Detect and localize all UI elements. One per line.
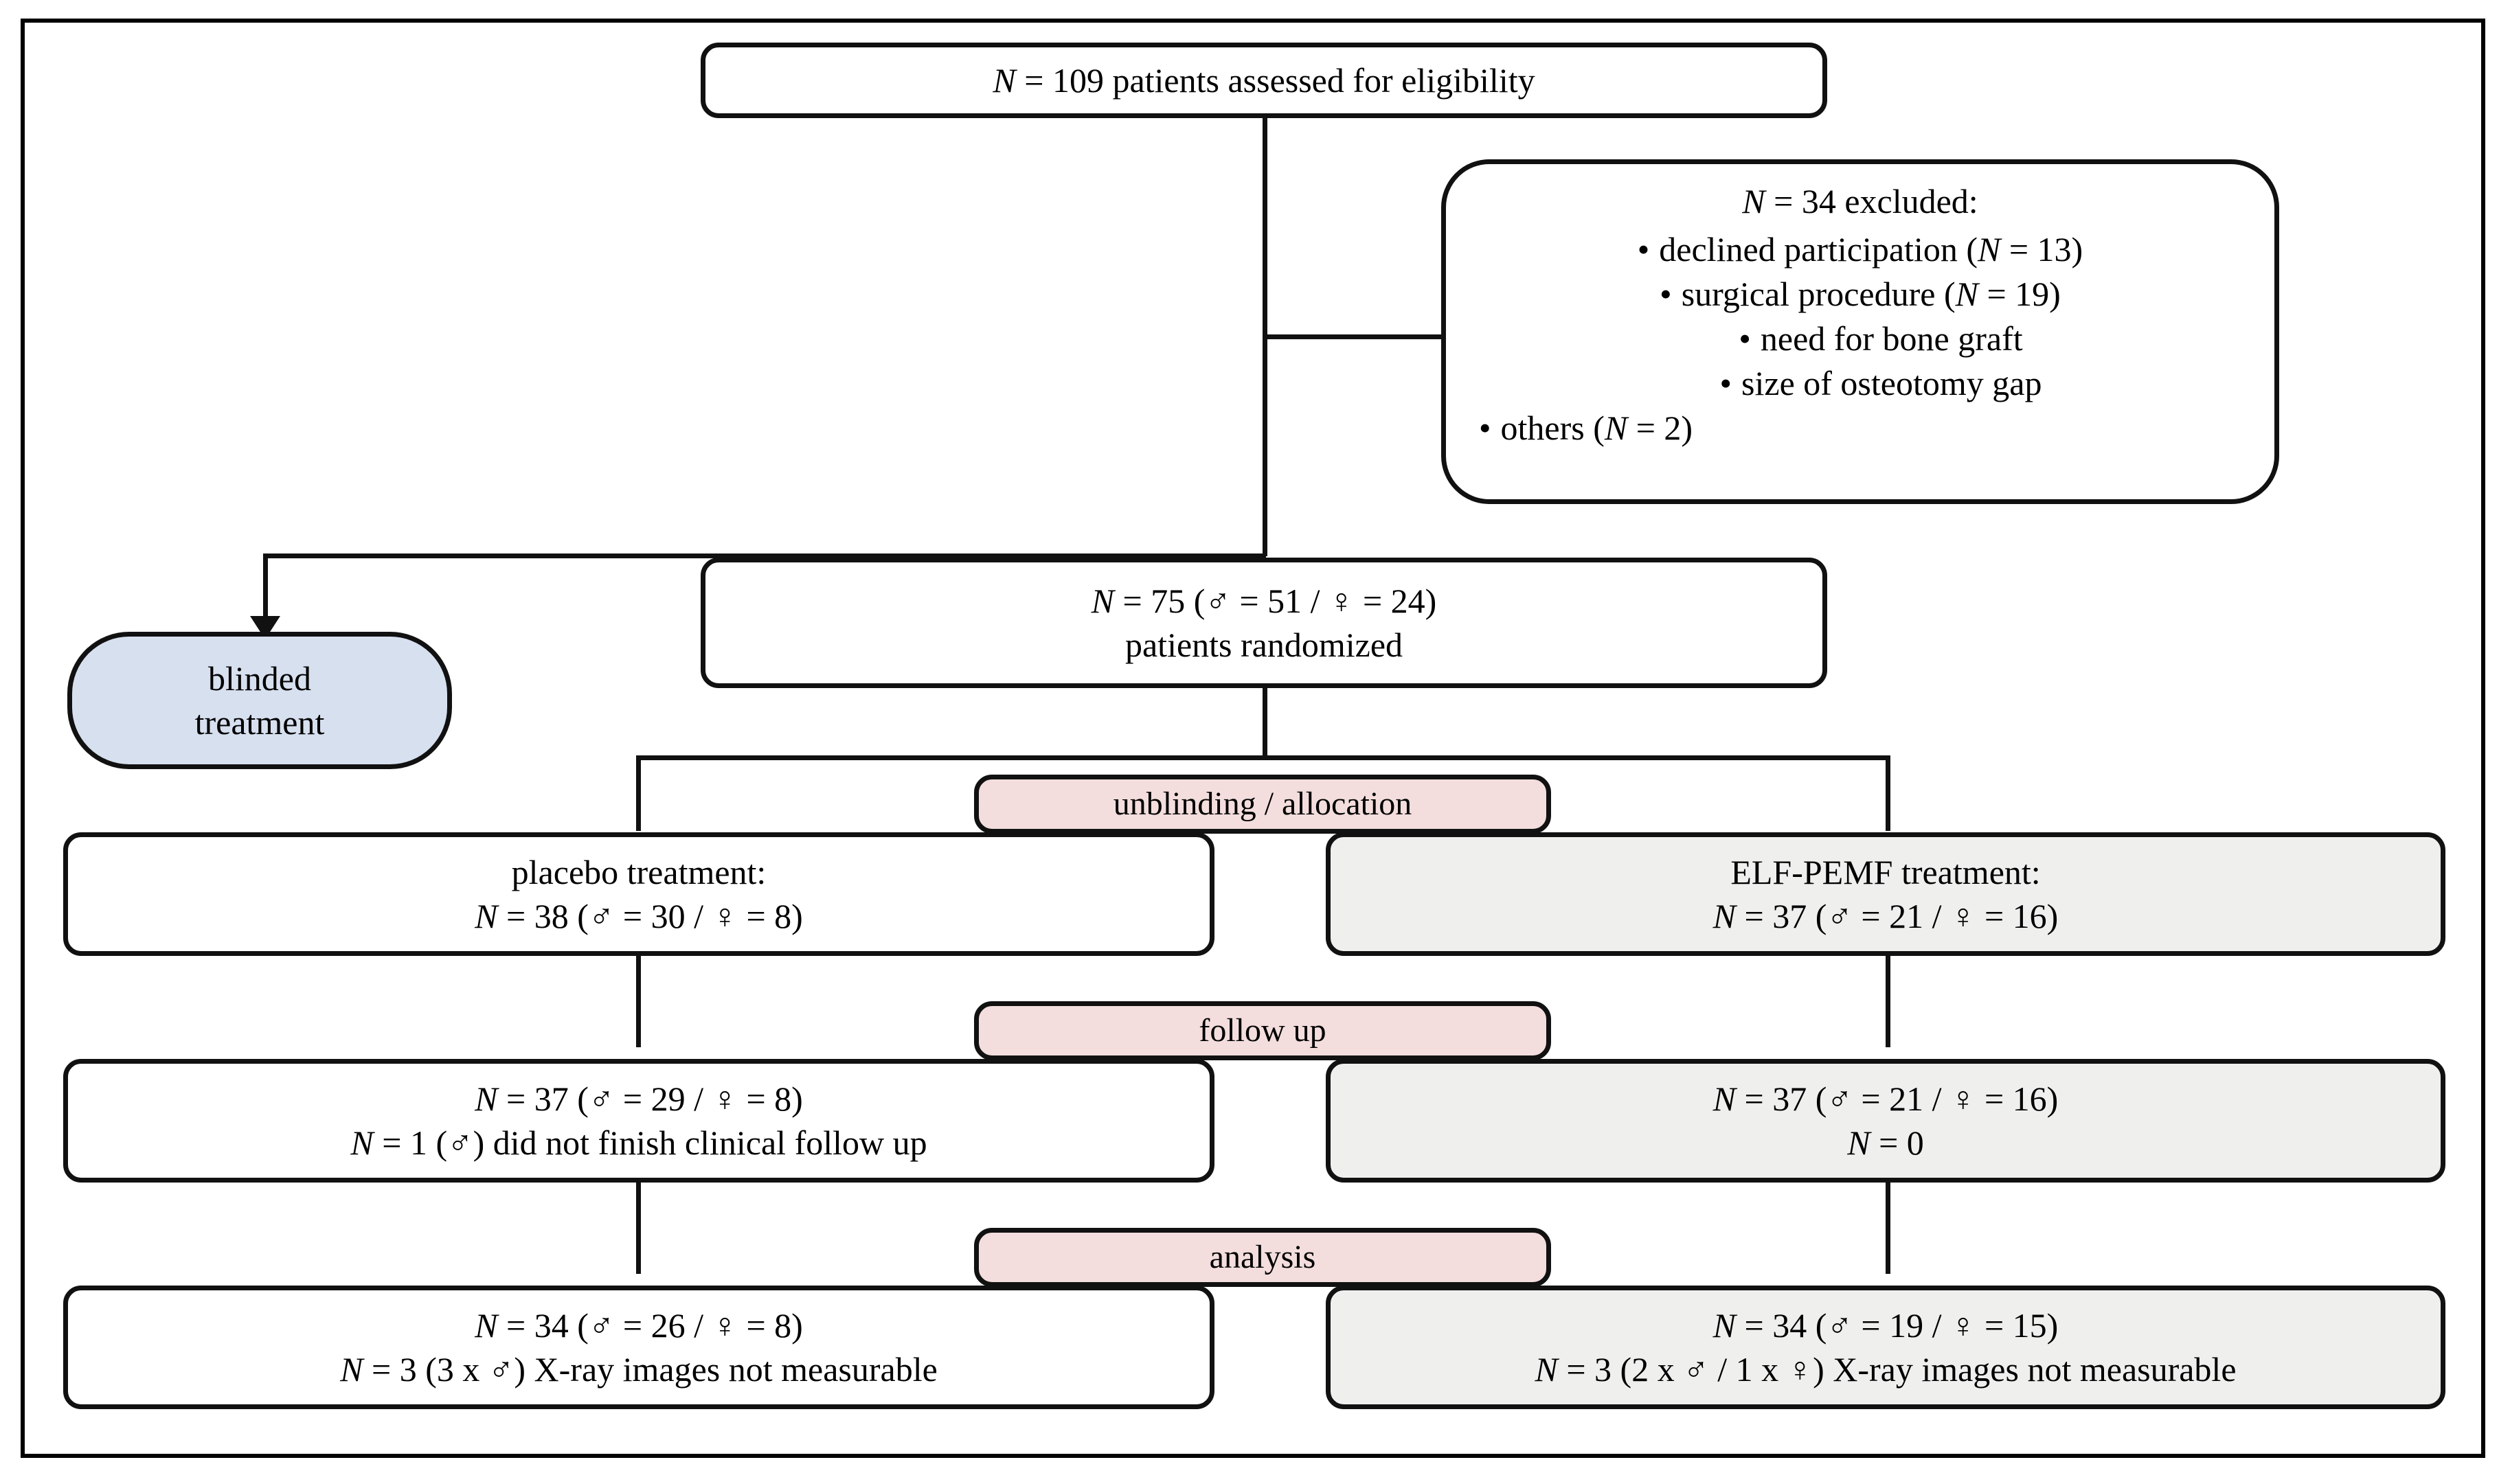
bullet-icon: • <box>1479 409 1491 447</box>
stage-label-analysis: analysis <box>974 1228 1551 1287</box>
elfpemf-allocation-line2: N = 37 (♂ = 21 / ♀ = 16) <box>1713 894 2059 938</box>
placebo-analysis-line2: N = 3 (3 x ♂) X-ray images not measurabl… <box>340 1347 938 1391</box>
excluded-item-0-tail: = 13) <box>2000 230 2083 269</box>
bullet-icon: • <box>1637 230 1650 269</box>
list-item: •declined participation (N = 13) <box>1467 227 2254 272</box>
connector-elfpemf-alloc-to-followup <box>1886 951 1890 1047</box>
connector-allocation-right <box>1886 755 1890 831</box>
placebo-analysis-var1: N <box>475 1306 498 1345</box>
list-item: •others (N = 2) <box>1467 406 2254 450</box>
placebo-allocation-var: N <box>475 897 498 935</box>
bullet-icon: • <box>1719 364 1732 402</box>
excluded-list: •declined participation (N = 13) •surgic… <box>1467 227 2254 450</box>
placebo-followup-var1: N <box>475 1080 498 1118</box>
excluded-item-4-var: N <box>1604 409 1628 447</box>
elfpemf-followup-line2-rest: = 0 <box>1870 1123 1924 1162</box>
stage-label-allocation: unblinding / allocation <box>974 775 1551 834</box>
connector-allocation-bar <box>636 755 1890 760</box>
excluded-header-var: N <box>1742 182 1765 220</box>
stage-followup-text: follow up <box>1199 1012 1326 1049</box>
eligibility-var: N <box>993 61 1016 100</box>
elfpemf-followup-line2: N = 0 <box>1847 1121 1924 1165</box>
connector-blinded-bar <box>263 553 1266 558</box>
excluded-item-4-text: others ( <box>1500 409 1605 447</box>
elfpemf-analysis-line2-rest: = 3 (2 x ♂ / 1 x ♀) X-ray images not mea… <box>1557 1350 2237 1389</box>
randomized-line2: patients randomized <box>1124 626 1403 664</box>
connector-elfpemf-followup-to-analysis <box>1886 1178 1890 1274</box>
elfpemf-analysis-var1: N <box>1712 1306 1737 1345</box>
elfpemf-followup-var1: N <box>1712 1080 1737 1118</box>
connector-placebo-followup-to-analysis <box>636 1178 641 1274</box>
node-placebo-analysis: N = 34 (♂ = 26 / ♀ = 8) N = 3 (3 x ♂) X-… <box>63 1286 1214 1409</box>
excluded-item-1-var: N <box>1955 275 1978 313</box>
placebo-allocation-line2-rest: = 38 (♂ = 30 / ♀ = 8) <box>497 897 803 935</box>
list-item: •need for bone graft <box>1467 317 2254 361</box>
eligibility-text: N = 109 patients assessed for eligibilit… <box>993 58 1535 102</box>
elfpemf-allocation-line2-rest: = 37 (♂ = 21 / ♀ = 16) <box>1736 897 2059 935</box>
list-item: •surgical procedure (N = 19) <box>1467 272 2254 317</box>
excluded-item-1-tail: = 19) <box>1978 275 2061 313</box>
placebo-allocation-line1: placebo treatment: <box>511 853 767 891</box>
connector-to-excluded <box>1263 334 1441 339</box>
node-elfpemf-allocation: ELF-PEMF treatment: N = 37 (♂ = 21 / ♀ =… <box>1326 832 2445 956</box>
node-blinded-treatment: blinded treatment <box>67 632 452 769</box>
placebo-analysis-line1-rest: = 34 (♂ = 26 / ♀ = 8) <box>497 1306 803 1345</box>
randomized-line1-rest: = 75 (♂ = 51 / ♀ = 24) <box>1114 582 1437 620</box>
elfpemf-followup-line1-rest: = 37 (♂ = 21 / ♀ = 16) <box>1736 1080 2059 1118</box>
eligibility-rest: = 109 patients assessed for eligibility <box>1015 61 1535 100</box>
node-placebo-followup: N = 37 (♂ = 29 / ♀ = 8) N = 1 (♂) did no… <box>63 1059 1214 1183</box>
elfpemf-analysis-var2: N <box>1535 1350 1558 1389</box>
elfpemf-allocation-line1: ELF-PEMF treatment: <box>1730 853 2041 891</box>
elfpemf-analysis-line2: N = 3 (2 x ♂ / 1 x ♀) X-ray images not m… <box>1535 1347 2236 1391</box>
placebo-followup-line1-rest: = 37 (♂ = 29 / ♀ = 8) <box>497 1080 803 1118</box>
stage-label-followup: follow up <box>974 1001 1551 1060</box>
node-elfpemf-followup: N = 37 (♂ = 21 / ♀ = 16) N = 0 <box>1326 1059 2445 1183</box>
elfpemf-followup-var2: N <box>1847 1123 1870 1162</box>
connector-allocation-left <box>636 755 641 831</box>
placebo-analysis-var2: N <box>340 1350 363 1389</box>
randomized-var: N <box>1091 582 1115 620</box>
bullet-icon: • <box>1739 319 1751 358</box>
excluded-item-3-text: size of osteotomy gap <box>1741 364 2042 402</box>
blinded-line1: blinded <box>208 659 311 698</box>
connector-blinded-drop <box>263 553 268 622</box>
excluded-item-4-tail: = 2) <box>1627 409 1693 447</box>
excluded-header-rest: = 34 excluded: <box>1765 182 1978 220</box>
elfpemf-analysis-line1: N = 34 (♂ = 19 / ♀ = 15) <box>1713 1303 2059 1347</box>
connector-randomized-down <box>1263 687 1267 760</box>
bullet-icon: • <box>1660 275 1672 313</box>
excluded-item-1-text: surgical procedure ( <box>1681 275 1956 313</box>
blinded-line2: treatment <box>194 703 325 742</box>
placebo-analysis-line2-rest: = 3 (3 x ♂) X-ray images not measurable <box>363 1350 938 1389</box>
node-elfpemf-analysis: N = 34 (♂ = 19 / ♀ = 15) N = 3 (2 x ♂ / … <box>1326 1286 2445 1409</box>
placebo-followup-line2: N = 1 (♂) did not finish clinical follow… <box>350 1121 927 1165</box>
elfpemf-followup-line1: N = 37 (♂ = 21 / ♀ = 16) <box>1713 1077 2059 1121</box>
node-placebo-allocation: placebo treatment: N = 38 (♂ = 30 / ♀ = … <box>63 832 1214 956</box>
elfpemf-analysis-line1-rest: = 34 (♂ = 19 / ♀ = 15) <box>1736 1306 2059 1345</box>
placebo-followup-line2-rest: = 1 (♂) did not finish clinical follow u… <box>373 1123 927 1162</box>
excluded-item-0-text: declined participation ( <box>1659 230 1978 269</box>
elfpemf-allocation-var: N <box>1712 897 1737 935</box>
placebo-followup-line1: N = 37 (♂ = 29 / ♀ = 8) <box>475 1077 803 1121</box>
excluded-item-2-text: need for bone graft <box>1760 319 2023 358</box>
connector-placebo-alloc-to-followup <box>636 951 641 1047</box>
node-randomized: N = 75 (♂ = 51 / ♀ = 24) patients random… <box>701 558 1827 688</box>
placebo-followup-var2: N <box>350 1123 374 1162</box>
node-eligibility: N = 109 patients assessed for eligibilit… <box>701 43 1827 118</box>
node-excluded: N = 34 excluded: •declined participation… <box>1441 159 2279 504</box>
randomized-line1: N = 75 (♂ = 51 / ♀ = 24) <box>1092 579 1437 623</box>
list-item: •size of osteotomy gap <box>1467 361 2254 406</box>
placebo-analysis-line1: N = 34 (♂ = 26 / ♀ = 8) <box>475 1303 803 1347</box>
excluded-header: N = 34 excluded: <box>1467 179 2254 223</box>
stage-allocation-text: unblinding / allocation <box>1113 786 1412 823</box>
placebo-allocation-line2: N = 38 (♂ = 30 / ♀ = 8) <box>475 894 803 938</box>
excluded-item-0-var: N <box>1978 230 2001 269</box>
stage-analysis-text: analysis <box>1209 1239 1316 1276</box>
